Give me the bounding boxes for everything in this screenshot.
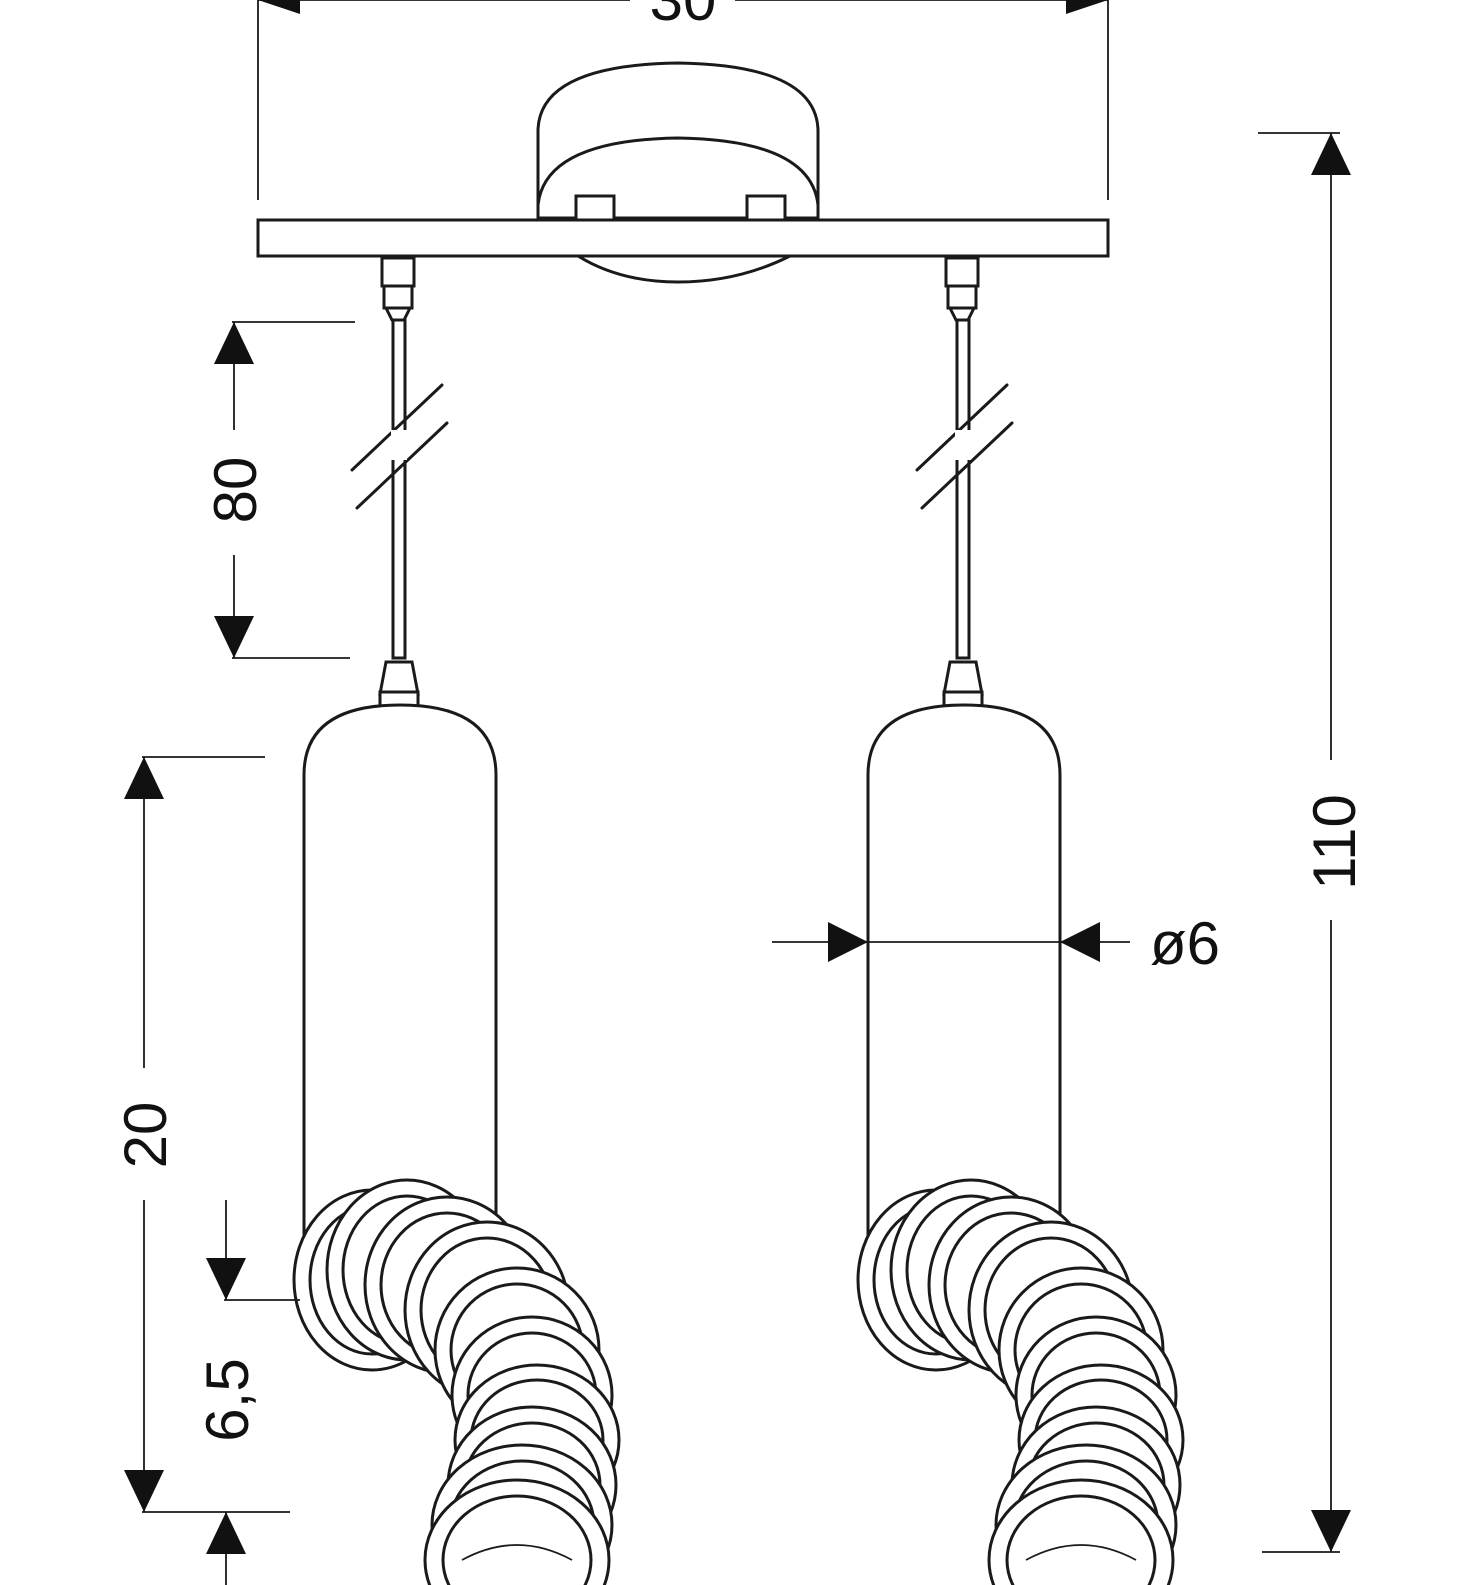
shade-diameter-label: ø6 bbox=[1150, 910, 1220, 977]
mounting-bar bbox=[256, 218, 1110, 258]
shade-diameter-dimension bbox=[772, 922, 1130, 962]
spiral-height-dimension bbox=[206, 1200, 300, 1585]
cable-length-dimension bbox=[214, 321, 355, 659]
spiral-height-label: 6,5 bbox=[194, 1358, 261, 1441]
shade-height-label: 20 bbox=[112, 1102, 179, 1169]
width-dimension bbox=[257, 0, 1109, 200]
total-height-dimension bbox=[1258, 132, 1351, 1553]
left-pendant bbox=[292, 256, 621, 1585]
shade-height-dimension bbox=[124, 756, 290, 1513]
total-height-label: 110 bbox=[1301, 794, 1368, 890]
width-label: 30 bbox=[650, 0, 717, 33]
cable-length-label: 80 bbox=[202, 457, 269, 524]
ceiling-canopy bbox=[536, 61, 820, 284]
right-pendant bbox=[856, 256, 1185, 1585]
